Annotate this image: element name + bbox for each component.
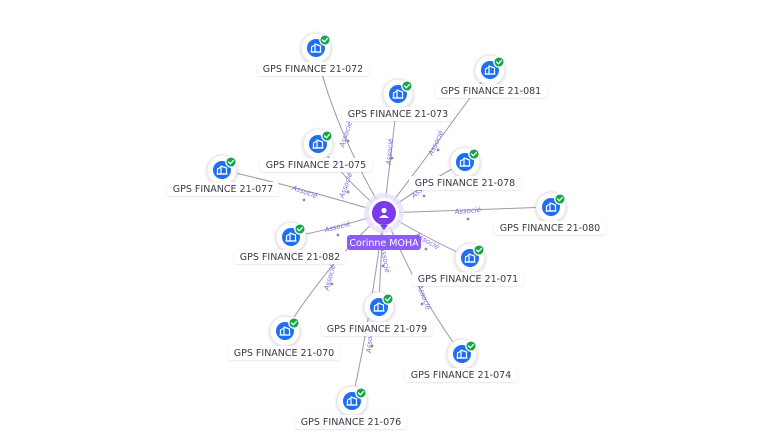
node-label: GPS FINANCE 21-073 (342, 107, 454, 121)
edge-line (221, 169, 385, 214)
node-label: GPS FINANCE 21-081 (435, 84, 547, 98)
edge-arrow (422, 194, 426, 198)
building-icon (312, 139, 324, 149)
node-label: GPS FINANCE 21-080 (494, 221, 606, 235)
edge-label: Associé (385, 138, 395, 167)
node-name: GPS FINANCE 21-075 (266, 160, 366, 171)
building-icon (456, 349, 468, 359)
edge-arrow (330, 282, 334, 286)
company-node[interactable]: GPS FINANCE 21-078 (409, 146, 521, 190)
building-icon (484, 65, 496, 75)
building-icon (464, 253, 476, 263)
check-badge-icon (225, 156, 237, 168)
edge-arrow (436, 148, 440, 152)
edge-arrow (346, 139, 350, 143)
node-label: GPS FINANCE 21-071 (412, 272, 524, 286)
check-badge-icon (554, 193, 566, 205)
company-node[interactable]: GPS FINANCE 21-079 (321, 291, 433, 336)
center-pin (380, 225, 388, 230)
company-node[interactable]: GPS FINANCE 21-074 (405, 338, 517, 382)
check-badge-icon (465, 340, 477, 352)
node-name: GPS FINANCE 21-078 (415, 178, 515, 189)
check-badge-icon (493, 56, 505, 68)
check-badge-icon (288, 317, 300, 329)
check-badge-icon (294, 223, 306, 235)
center-label: Corinne MOHA (347, 235, 421, 250)
node-label: GPS FINANCE 21-070 (228, 346, 340, 360)
node-label: GPS FINANCE 21-078 (409, 176, 521, 190)
check-badge-icon (355, 387, 367, 399)
check-badge-icon (401, 80, 413, 92)
company-node[interactable]: GPS FINANCE 21-073 (342, 78, 454, 121)
node-name: GPS FINANCE 21-080 (500, 223, 600, 234)
edge-label: Associé (415, 283, 432, 312)
check-badge-icon (468, 148, 480, 160)
node-name: GPS FINANCE 21-074 (411, 370, 511, 381)
edge-label: Associé (338, 120, 354, 149)
company-node[interactable]: GPS FINANCE 21-071 (412, 242, 524, 286)
check-badge-icon (321, 130, 333, 142)
edge-label: Associé (323, 263, 338, 292)
node-name: GPS FINANCE 21-081 (441, 86, 541, 97)
company-node[interactable]: GPS FINANCE 21-081 (435, 54, 547, 98)
edge-arrow (336, 233, 340, 237)
building-icon (285, 232, 297, 242)
node-label: GPS FINANCE 21-075 (260, 158, 372, 172)
node-name: GPS FINANCE 21-073 (348, 109, 448, 120)
node-name: GPS FINANCE 21-070 (234, 348, 334, 359)
node-label: GPS FINANCE 21-077 (167, 182, 279, 196)
center-name: Corinne MOHA (349, 238, 419, 249)
building-icon (392, 89, 404, 99)
edge-arrow (370, 344, 374, 348)
person-icon (379, 207, 389, 218)
edge-arrow (381, 264, 385, 268)
building-icon (310, 43, 322, 53)
company-node[interactable]: GPS FINANCE 21-075 (260, 128, 372, 172)
edge-arrow (346, 190, 350, 194)
node-label: GPS FINANCE 21-079 (321, 322, 433, 336)
node-name: GPS FINANCE 21-079 (327, 324, 427, 335)
edge-label: Associé (323, 220, 352, 235)
building-icon (373, 302, 385, 312)
check-badge-icon (319, 34, 331, 46)
building-icon (545, 202, 557, 212)
company-node[interactable]: GPS FINANCE 21-076 (295, 385, 407, 429)
edge-label: Associé (365, 326, 375, 355)
edge-arrow (466, 217, 470, 221)
edge-arrow (420, 302, 424, 306)
building-icon (346, 396, 358, 406)
check-badge-icon (473, 244, 485, 256)
company-node[interactable]: GPS FINANCE 21-077 (167, 154, 279, 196)
node-label: GPS FINANCE 21-072 (257, 62, 369, 76)
edge-line (383, 212, 463, 355)
node-name: GPS FINANCE 21-077 (173, 184, 273, 195)
edge-arrow (390, 156, 394, 160)
company-node[interactable]: GPS FINANCE 21-070 (228, 315, 340, 360)
check-badge-icon (382, 293, 394, 305)
edge-label: Associé (453, 206, 482, 216)
center-node[interactable]: Corinne MOHA (347, 193, 421, 250)
node-name: GPS FINANCE 21-071 (418, 274, 518, 285)
edge-label: Associé (337, 171, 354, 200)
edge-arrow (424, 247, 428, 251)
company-node[interactable]: GPS FINANCE 21-080 (494, 191, 606, 235)
edge-arrow (302, 198, 306, 202)
building-icon (279, 326, 291, 336)
edge-label: Associé (290, 183, 319, 200)
node-name: GPS FINANCE 21-082 (240, 252, 340, 263)
building-icon (459, 157, 471, 167)
node-label: GPS FINANCE 21-082 (234, 250, 346, 264)
company-node[interactable]: GPS FINANCE 21-072 (257, 32, 369, 76)
node-name: GPS FINANCE 21-076 (301, 417, 401, 428)
node-name: GPS FINANCE 21-072 (263, 64, 363, 75)
company-node[interactable]: GPS FINANCE 21-082 (234, 221, 346, 264)
edge-label: Associé (427, 129, 446, 158)
building-icon (216, 165, 228, 175)
node-label: GPS FINANCE 21-074 (405, 368, 517, 382)
node-label: GPS FINANCE 21-076 (295, 415, 407, 429)
